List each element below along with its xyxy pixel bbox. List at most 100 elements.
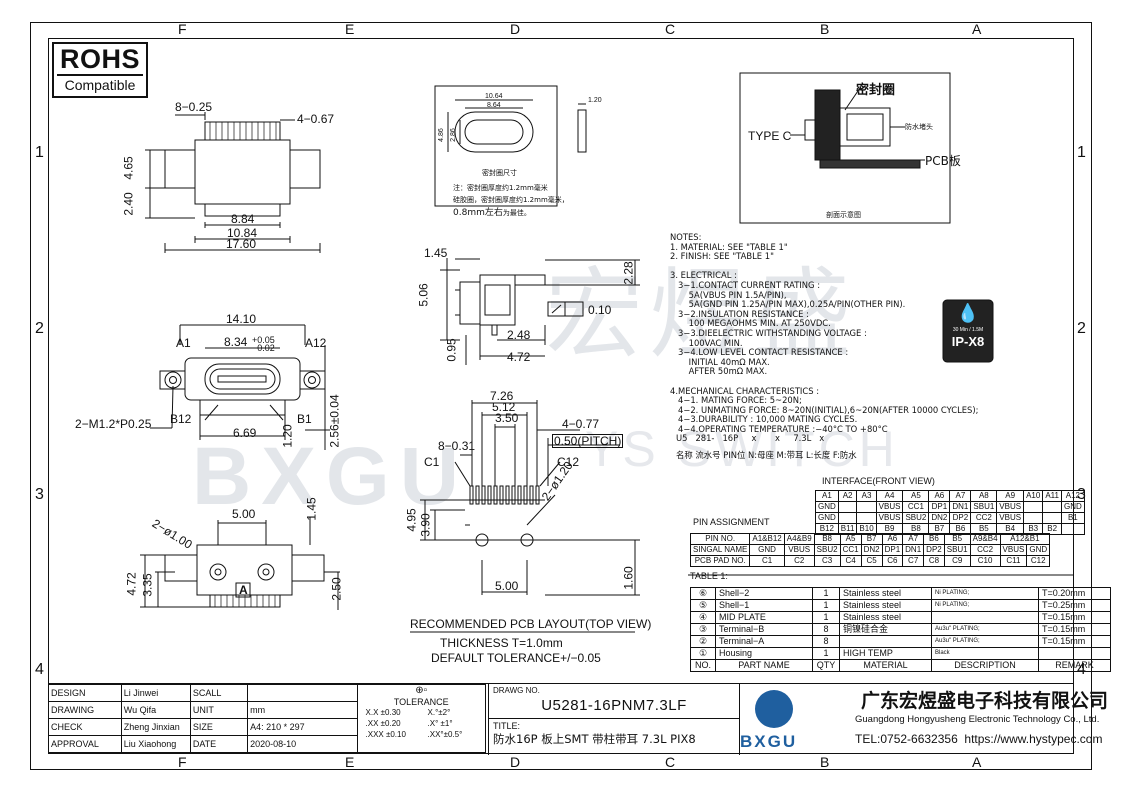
pcb-dim-pad-width: 4−0.77 <box>562 417 600 431</box>
drawing-title: 防水16P 板上SMT 带柱带耳 7.3L PIX8 <box>493 732 696 746</box>
size-value: A4: 210 * 297 <box>247 718 358 736</box>
interface-title: INTERFACE(FRONT VIEW) <box>822 476 935 486</box>
pcb-label-c1: C1 <box>424 455 440 469</box>
material-head-no: NO. <box>690 659 716 672</box>
drawing-outer-border <box>30 22 1092 770</box>
ip-badge-text: IP-X8 <box>951 334 985 349</box>
pin-cell: C4 <box>839 555 862 567</box>
note-line: 100VAC MIN. <box>670 337 743 348</box>
pin-cell: C1 <box>749 555 785 567</box>
note-line: 4−2. UNMATING FORCE: 8~20N(INITIAL),6~20… <box>670 404 979 415</box>
note-line: AFTER 50mΩ MAX. <box>670 366 768 377</box>
seal-note-3: 0.8mm左右为最佳。 <box>453 205 531 218</box>
note-line: 4−3.DURABILITY : 10,000 MATING CYCLES. <box>670 414 858 425</box>
side-flatness: 0.10 <box>588 303 612 317</box>
dim-width-500: 5.00 <box>232 507 256 521</box>
rohs-title: ROHS <box>59 44 140 74</box>
note-line: 4−1. MATING FORCE: 5~20N; <box>670 395 802 406</box>
part-code-line1: U5 281- 16P x x 7.3L x <box>676 433 825 443</box>
rohs-logo: ROHS Compatible <box>52 42 148 98</box>
note-line: 3−3.DIEELECTRIC WITHSTANDING VOLTAGE : <box>670 327 867 338</box>
note-line: 3−4.LOW LEVEL CONTACT RESISTANCE : <box>670 347 849 358</box>
seal-note-3-value: 0.8mm左右 <box>453 208 503 218</box>
view-label-a: A <box>239 583 248 597</box>
title-label: TITLE: <box>493 721 521 731</box>
seal-dim-120: 1.20 <box>588 97 602 104</box>
note-line: 100 MEGAOHMS MIN. AT 250VDC. <box>670 318 831 329</box>
zone-bottom-2: D <box>510 754 521 770</box>
dim-pitch-count: 8−0.25 <box>175 100 213 114</box>
pcb-dim-500: 5.00 <box>495 579 519 593</box>
pin-assignment-label: PIN ASSIGNMENT <box>693 517 770 527</box>
interface-cell: A7 <box>949 490 972 502</box>
section-type-c: TYPE C <box>748 129 792 143</box>
pin-cell: C5 <box>860 555 883 567</box>
label-pin-b1: B1 <box>297 412 312 426</box>
pin-cell: C2 <box>783 555 815 567</box>
dim-width-1410: 14.10 <box>226 312 257 326</box>
side-dim-145: 1.45 <box>424 246 448 260</box>
pcb-layout-title: RECOMMENDED PCB LAYOUT(TOP VIEW) <box>410 617 652 631</box>
watermark-english-2: YS SWITCH <box>585 421 899 477</box>
note-line: NOTES: <box>670 232 702 242</box>
company-name-cn: 广东宏煜盛电子科技有限公司 <box>861 690 1109 712</box>
date-value: 2020-08-10 <box>247 735 358 753</box>
tol-angle: .X° ±1° <box>427 719 453 728</box>
zone-top-1: E <box>345 21 355 37</box>
zone-bottom-5: A <box>972 754 982 770</box>
logo-mark-icon <box>755 690 793 728</box>
zone-bottom-3: C <box>665 754 676 770</box>
seal-dim-864: 8.64 <box>487 102 501 109</box>
zone-top-0: F <box>178 21 187 37</box>
company-logo: BXGU <box>740 688 808 752</box>
label-pin-a12: A12 <box>305 336 327 350</box>
note-line: 4−4.OPERATING TEMPERATURE :−40°C TO +80°… <box>670 423 888 434</box>
pcb-thickness: THICKNESS T=1.0mm <box>440 636 563 650</box>
watermark-chinese: 宏煜盛 <box>545 258 858 372</box>
zone-left-2: 3 <box>35 486 44 503</box>
interface-cell <box>1060 523 1085 535</box>
zone-left-1: 2 <box>35 320 44 337</box>
note-line: 1. MATERIAL: SEE "TABLE 1" <box>670 241 788 252</box>
section-seal-label: 密封圈 <box>856 83 896 98</box>
note-line: 2. FINISH: SEE "TABLE 1" <box>670 251 774 262</box>
interface-cell: CC2 <box>970 512 998 524</box>
zone-right-0: 1 <box>1077 144 1086 161</box>
tol-linear: X.X ±0.30 <box>365 708 401 717</box>
note-line: 3−1.CONTACT CURRENT RATING : <box>670 279 821 290</box>
projection-icon: ⊕▫ <box>415 685 428 696</box>
dim-width-834: 8.34 <box>224 335 248 349</box>
approval-label: APPROVAL <box>48 735 122 753</box>
material-head-rem: REMARK <box>1038 659 1111 672</box>
pin-cell: C7 <box>902 555 925 567</box>
label-pin-b12: B12 <box>170 412 192 426</box>
zone-top-3: C <box>665 21 676 37</box>
dim-tol-plus: +0.05 <box>252 335 275 345</box>
pcb-pitch: 0.50(PITCH) <box>552 434 624 448</box>
tol-angle: X.°±2° <box>427 708 451 717</box>
zone-bottom-1: E <box>345 754 355 770</box>
pcb-dim-512: 5.12 <box>492 400 516 414</box>
note-line: 5A(VBUS PIN 1.5A/PIN), <box>670 289 787 300</box>
section-waterproof: 防水堵头 <box>905 123 933 131</box>
tol-linear: .XX ±0.20 <box>365 719 401 728</box>
tol-angle: .XX°±0.5° <box>427 730 463 739</box>
zone-bottom-4: B <box>820 754 830 770</box>
pin-cell: C11 <box>999 555 1028 567</box>
drawing-no: U5281-16PNM7.3LF <box>541 697 687 714</box>
ip-badge-sub: 30 Min / 1.5M <box>952 327 984 333</box>
seal-note-1: 注：密封圈厚度约1.2mm毫米 <box>453 184 548 192</box>
pin-cell: A4&B9 <box>783 533 815 545</box>
tolerance-label: TOLERANCE <box>393 697 449 707</box>
dim-screw: 2−M1.2*P0.25 <box>75 417 152 431</box>
zone-right-1: 2 <box>1077 320 1086 337</box>
pin-cell: C10 <box>969 555 1001 567</box>
zone-top-2: D <box>510 21 521 37</box>
